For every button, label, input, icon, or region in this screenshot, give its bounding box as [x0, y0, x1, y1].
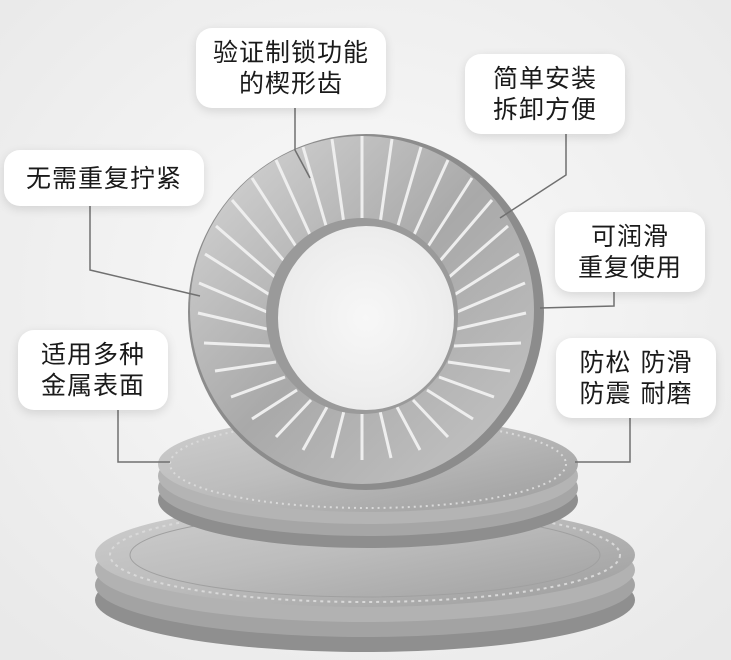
callout-text: 无需重复拧紧 — [25, 163, 182, 193]
wedge-teeth — [197, 136, 527, 460]
callout-text: 的楔形齿 — [238, 69, 343, 98]
leader-lines — [89, 108, 631, 463]
callout-text: 防松 防滑 — [579, 348, 693, 377]
callout-text: 验证制锁功能 — [212, 38, 369, 67]
callout-easy-install: 简单安装 拆卸方便 — [465, 54, 625, 134]
callout-text: 金属表面 — [40, 371, 145, 400]
callout-properties: 防松 防滑 防震 耐磨 — [556, 338, 716, 418]
callout-reusable: 可润滑 重复使用 — [555, 212, 705, 292]
callout-text: 防震 耐磨 — [579, 379, 693, 408]
callout-text: 适用多种 — [40, 340, 145, 369]
callout-text: 拆卸方便 — [492, 95, 597, 124]
upright-wedge-washer — [188, 134, 544, 490]
callout-text: 重复使用 — [577, 253, 682, 282]
callout-text: 简单安装 — [492, 64, 597, 93]
callout-text: 可润滑 — [590, 222, 669, 251]
callout-no-retorque: 无需重复拧紧 — [4, 150, 204, 206]
callout-wedge-teeth: 验证制锁功能 的楔形齿 — [196, 28, 386, 108]
callout-metal-surfaces: 适用多种 金属表面 — [18, 330, 168, 410]
